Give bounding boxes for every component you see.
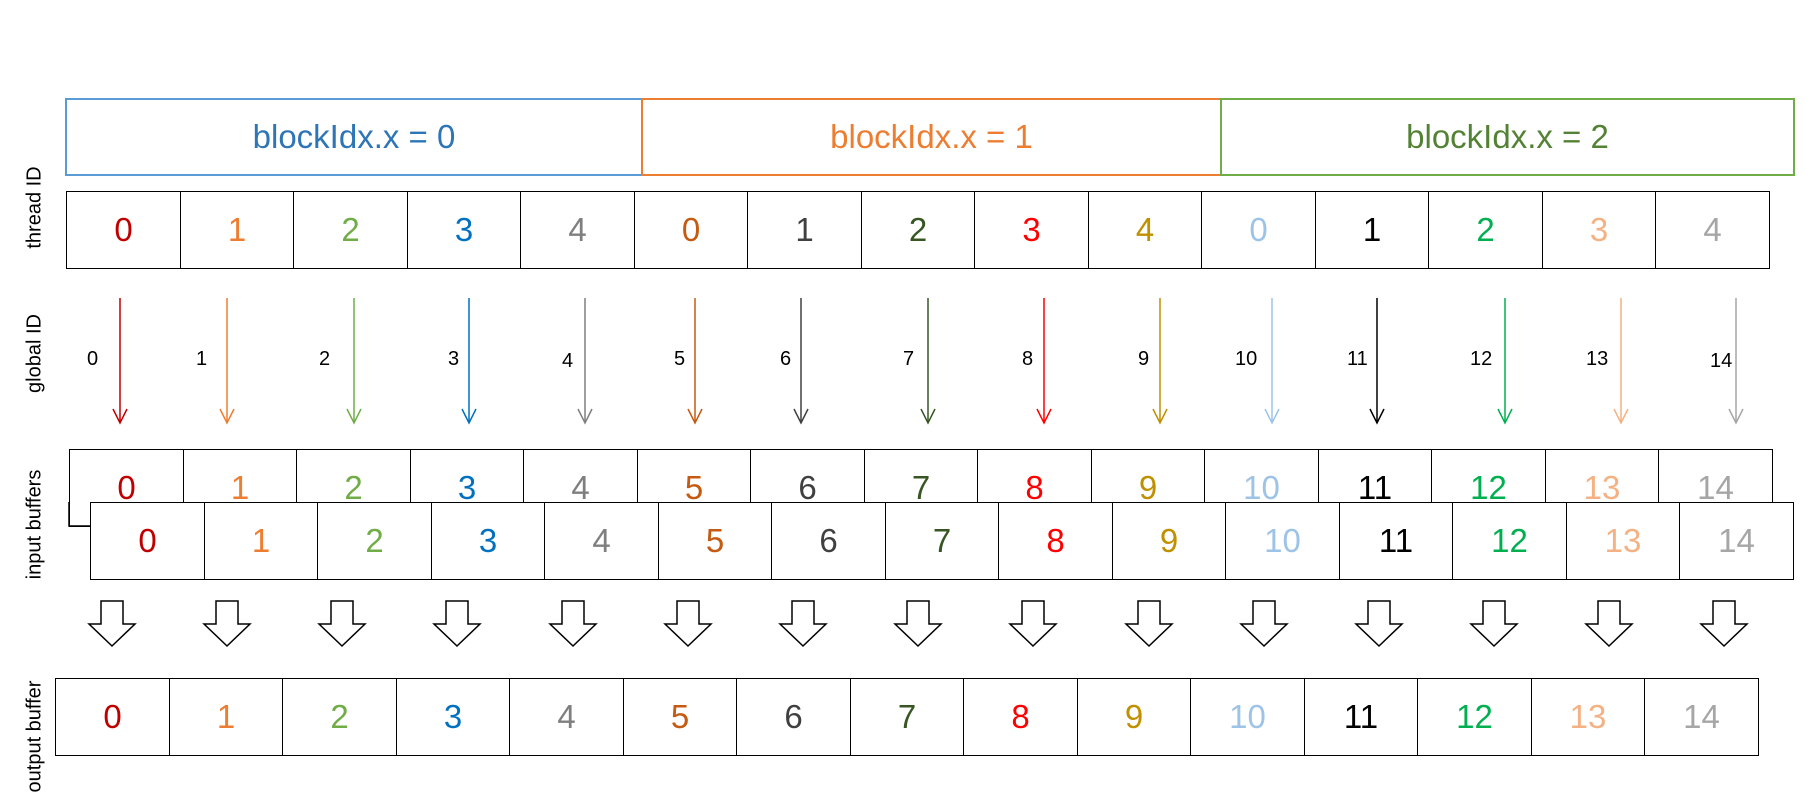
- block-box-0: blockIdx.x = 0: [65, 98, 643, 176]
- global-id-arrowhead-3: [461, 408, 477, 425]
- thread-id-cell-12: 2: [1428, 191, 1543, 269]
- output-cell-8: 8: [963, 678, 1078, 756]
- global-id-label-6: 6: [780, 348, 792, 370]
- thread-id-cell-13: 3: [1541, 191, 1657, 269]
- block-box-1: blockIdx.x = 1: [641, 98, 1222, 176]
- copy-arrow-5: [663, 600, 713, 648]
- global-id-label-1: 1: [196, 348, 208, 370]
- input-buffer-offset-edge: [68, 502, 90, 527]
- global-id-label-5: 5: [674, 348, 686, 370]
- input-b-cell-14: 14: [1679, 502, 1794, 580]
- thread-id-cell-14: 4: [1655, 191, 1770, 269]
- input-b-cell-3: 3: [430, 502, 546, 580]
- copy-arrow-7: [893, 600, 943, 648]
- thread-id-cell-4: 4: [520, 191, 635, 269]
- global-id-arrowhead-13: [1613, 408, 1629, 425]
- global-id-label-7: 7: [903, 348, 915, 370]
- global-id-label-11: 11: [1347, 348, 1368, 370]
- output-cell-6: 6: [736, 678, 851, 756]
- input-b-cell-0: 0: [90, 502, 205, 580]
- copy-arrow-10: [1239, 600, 1289, 648]
- output-cell-7: 7: [849, 678, 965, 756]
- output-cell-2: 2: [282, 678, 397, 756]
- global-id-arrowhead-14: [1728, 408, 1744, 425]
- output-cell-0: 0: [55, 678, 170, 756]
- block-label-2: blockIdx.x = 2: [1406, 118, 1609, 155]
- input-b-cell-5: 5: [657, 502, 773, 580]
- output-cell-12: 12: [1417, 678, 1532, 756]
- output-cell-9: 9: [1076, 678, 1192, 756]
- copy-arrow-1: [202, 600, 252, 648]
- thread-id-cell-5: 0: [633, 191, 749, 269]
- copy-arrow-14: [1699, 600, 1749, 648]
- thread-id-cell-2: 2: [293, 191, 408, 269]
- thread-id-cell-7: 2: [860, 191, 976, 269]
- input-b-cell-12: 12: [1452, 502, 1567, 580]
- block-box-2: blockIdx.x = 2: [1220, 98, 1795, 176]
- global-id-label-9: 9: [1138, 348, 1150, 370]
- global-id-arrowhead-12: [1497, 408, 1513, 425]
- copy-arrow-11: [1354, 600, 1404, 648]
- thread-id-cell-6: 1: [747, 191, 862, 269]
- copy-arrow-3: [432, 600, 482, 648]
- global-id-label-2: 2: [319, 348, 331, 370]
- input-b-cell-7: 7: [884, 502, 1000, 580]
- global-id-label-0: 0: [87, 348, 99, 370]
- input-b-cell-10: 10: [1225, 502, 1340, 580]
- global-id-label-8: 8: [1022, 348, 1034, 370]
- copy-arrow-12: [1469, 600, 1519, 648]
- output-cell-1: 1: [168, 678, 284, 756]
- output-cell-3: 3: [395, 678, 511, 756]
- copy-arrow-9: [1124, 600, 1174, 648]
- input-b-cell-6: 6: [771, 502, 886, 580]
- global-id-label-3: 3: [448, 348, 460, 370]
- copy-arrow-13: [1584, 600, 1634, 648]
- copy-arrow-4: [548, 600, 598, 648]
- global-id-arrowhead-5: [687, 408, 703, 425]
- global-id-label-4: 4: [562, 350, 574, 372]
- global-id-arrowhead-4: [577, 408, 593, 425]
- global-id-label-13: 13: [1586, 348, 1609, 370]
- global-id-arrowhead-6: [793, 408, 809, 425]
- thread-id-cell-10: 0: [1201, 191, 1316, 269]
- global-id-arrowhead-2: [346, 408, 362, 425]
- thread-id-cell-8: 3: [974, 191, 1089, 269]
- output-cell-5: 5: [622, 678, 738, 756]
- global-id-arrowhead-8: [1036, 408, 1052, 425]
- input-b-cell-9: 9: [1111, 502, 1227, 580]
- global-id-arrowhead-10: [1264, 408, 1280, 425]
- output-cell-4: 4: [509, 678, 624, 756]
- global-id-arrowhead-9: [1152, 408, 1168, 425]
- copy-arrow-2: [317, 600, 367, 648]
- block-label-1: blockIdx.x = 1: [830, 118, 1033, 155]
- global-id-arrowhead-1: [219, 408, 235, 425]
- copy-arrow-0: [87, 600, 137, 648]
- output-cell-11: 11: [1303, 678, 1419, 756]
- global-id-label-12: 12: [1470, 348, 1493, 370]
- global-id-arrowhead-11: [1369, 408, 1385, 425]
- output-cell-14: 14: [1644, 678, 1759, 756]
- input-b-cell-1: 1: [203, 502, 319, 580]
- copy-arrow-6: [778, 600, 828, 648]
- thread-id-cell-0: 0: [66, 191, 181, 269]
- copy-arrow-8: [1008, 600, 1058, 648]
- input-b-cell-13: 13: [1565, 502, 1681, 580]
- global-id-arrowhead-0: [112, 408, 128, 425]
- global-id-label-10: 10: [1235, 348, 1258, 370]
- global-id-label-14: 14: [1710, 350, 1733, 372]
- global-id-arrowhead-7: [920, 408, 936, 425]
- block-label-0: blockIdx.x = 0: [252, 118, 456, 155]
- thread-id-cell-3: 3: [406, 191, 522, 269]
- input-b-cell-11: 11: [1338, 502, 1454, 580]
- thread-id-cell-9: 4: [1087, 191, 1203, 269]
- output-cell-10: 10: [1190, 678, 1305, 756]
- thread-id-cell-1: 1: [179, 191, 295, 269]
- thread-id-cell-11: 1: [1314, 191, 1430, 269]
- input-b-cell-2: 2: [317, 502, 432, 580]
